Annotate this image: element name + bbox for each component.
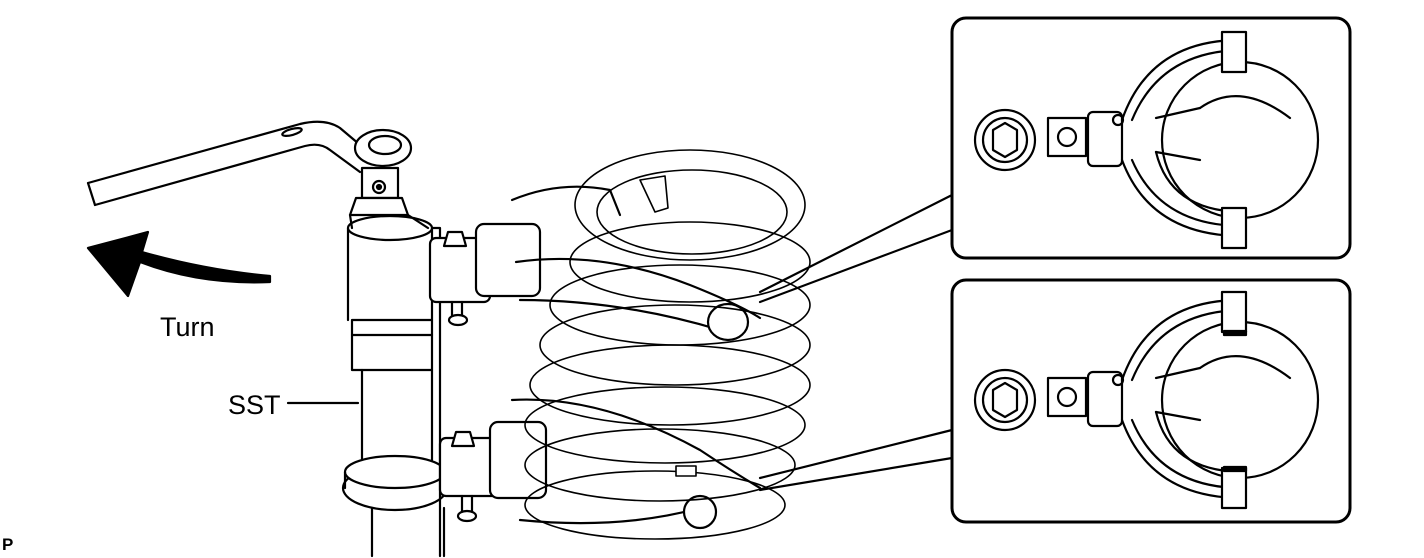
coil-spring (524, 149, 811, 540)
detail-panel-lower (950, 278, 1352, 524)
detail-panel-upper (950, 16, 1352, 260)
curved-arrow-icon (86, 230, 272, 298)
upper-clamp (428, 185, 762, 342)
wrench-handle (86, 120, 413, 207)
sst-tool (341, 166, 449, 558)
lower-clamp (438, 398, 762, 530)
figure-code-label: P (2, 535, 14, 554)
turn-label: Turn (160, 312, 215, 342)
callout-leaders (758, 193, 954, 492)
sst-label: SST (228, 390, 281, 420)
